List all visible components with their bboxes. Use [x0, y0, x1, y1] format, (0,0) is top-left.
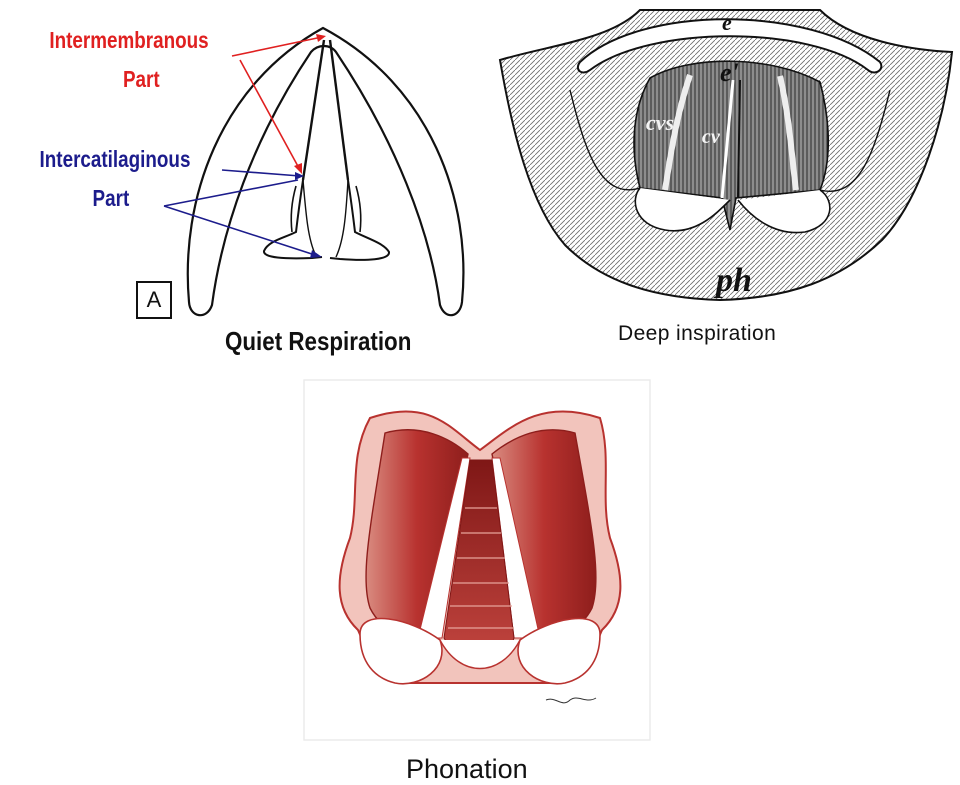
quiet-respiration-title: Quiet Respiration — [225, 326, 411, 357]
blue-arrowhead-lower — [310, 250, 322, 258]
label-intermembranous-line2: Part — [51, 66, 231, 93]
label-intermembranous-line1: Intermembranous — [27, 27, 232, 54]
engraving-label-e-prime: e' — [720, 58, 739, 88]
blue-arrow-lower — [164, 206, 318, 256]
panel-letter: A — [138, 284, 170, 316]
posterior-commissure — [303, 180, 348, 257]
deep-inspiration-illustration: e e' cvs cv ph Deep inspiration — [490, 0, 960, 380]
label-intercartilaginous: Intercatilaginous Part — [21, 146, 210, 212]
left-arytenoid — [264, 180, 322, 258]
engraving-label-cvs: cvs — [646, 110, 674, 136]
deep-inspiration-caption: Deep inspiration — [618, 322, 776, 346]
engraving-label-ph: ph — [716, 262, 752, 300]
phonation-drawing — [300, 378, 660, 785]
quiet-respiration-diagram: Intermembranous Part Intercatilaginous P… — [0, 0, 470, 380]
engraving-label-cv: cv — [702, 126, 720, 149]
left-process — [291, 186, 296, 232]
label-intermembranous: Intermembranous Part — [27, 27, 232, 93]
phonation-illustration: Phonation — [300, 378, 660, 785]
label-intercartilaginous-line2: Part — [13, 185, 210, 212]
engraving-label-e: e — [722, 10, 732, 36]
label-intercartilaginous-line1: Intercatilaginous — [21, 146, 210, 173]
phonation-caption: Phonation — [406, 754, 528, 785]
right-process — [356, 186, 361, 232]
